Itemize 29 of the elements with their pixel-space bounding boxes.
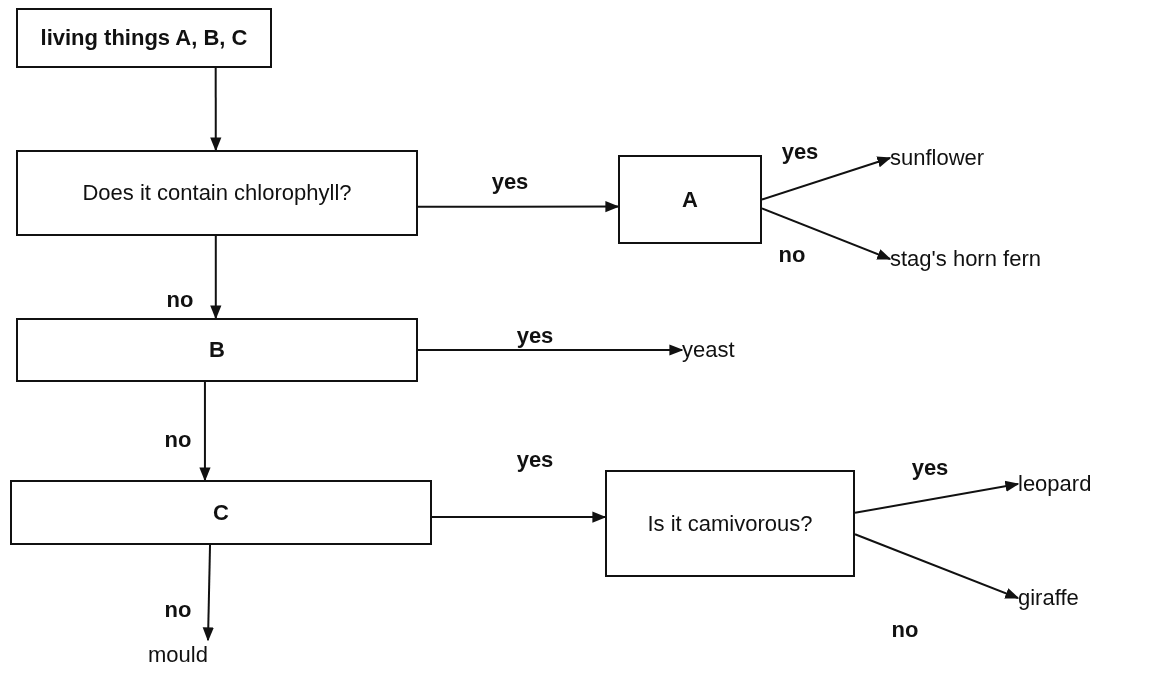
outcome-text: mould xyxy=(148,642,208,668)
process-box xyxy=(10,480,432,545)
arrow xyxy=(854,533,1020,599)
box-text: C xyxy=(213,499,229,526)
outcome-text: stag's horn fern xyxy=(890,246,1041,272)
arrow xyxy=(761,156,892,201)
process-box xyxy=(605,470,855,577)
arrow xyxy=(431,511,607,523)
outcome-text: yeast xyxy=(682,337,735,363)
process-box xyxy=(618,155,762,244)
arrow xyxy=(202,544,214,642)
box-text: B xyxy=(209,337,225,363)
outcome-text: sunflower xyxy=(890,145,985,171)
process-box xyxy=(16,150,418,236)
box-text: A xyxy=(682,186,698,213)
arrow xyxy=(854,480,1020,514)
outcome-text: giraffe xyxy=(1018,585,1079,611)
arrow xyxy=(761,207,892,260)
box-text: living things A, B, C xyxy=(40,25,248,51)
arrow xyxy=(417,344,684,356)
box-text: Does it contain chlorophyll? xyxy=(82,180,352,206)
arrow xyxy=(210,67,222,152)
box-text: Is it camivorous? xyxy=(647,510,813,537)
arrow xyxy=(199,381,211,482)
process-box xyxy=(16,8,272,68)
arrow xyxy=(210,235,222,320)
process-box xyxy=(16,318,418,382)
arrow xyxy=(417,201,620,213)
outcome-text: leopard xyxy=(1018,471,1092,497)
